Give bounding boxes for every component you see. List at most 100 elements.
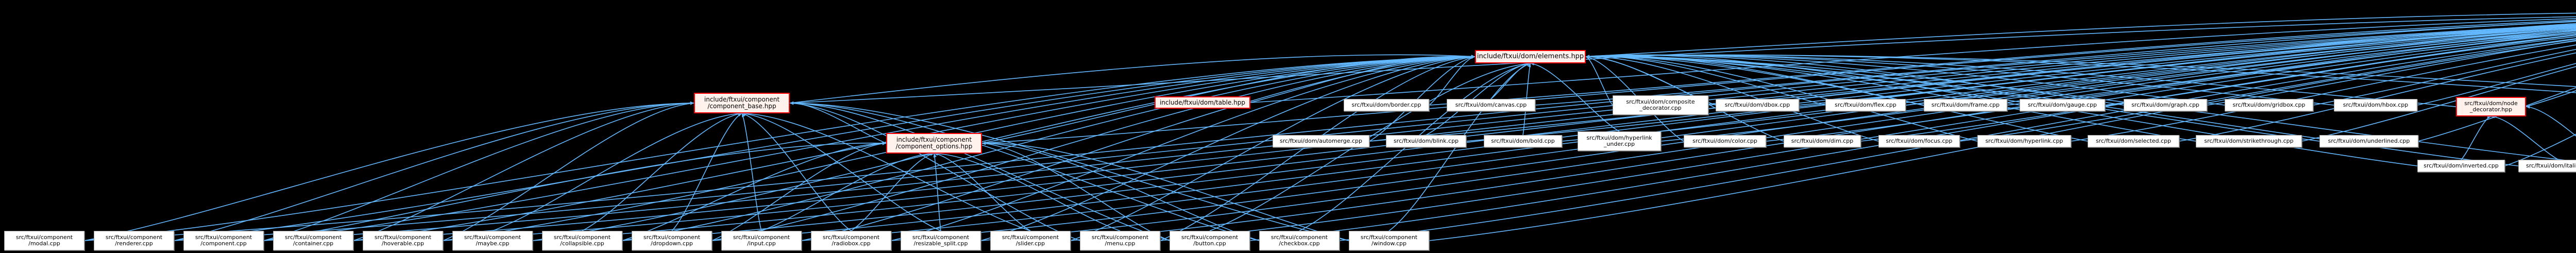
graph-edge	[263, 101, 694, 241]
graph-node[interactable]: src/ftxui/dom/bold.cpp	[1484, 135, 1562, 147]
graph-edge	[1429, 55, 1476, 106]
graph-edge	[1429, 20, 2576, 106]
graph-edge	[981, 21, 2576, 144]
graph-node[interactable]: src/ftxui/component /container.cpp	[273, 231, 353, 250]
graph-node[interactable]: src/ftxui/dom/gauge.cpp	[2020, 99, 2105, 111]
graph-node[interactable]: src/ftxui/component /dropdown.cpp	[632, 231, 712, 250]
graph-node[interactable]: src/ftxui/component /component.cpp	[183, 231, 264, 250]
graph-edge	[934, 151, 1121, 231]
graph-node[interactable]: src/ftxui/dom/flex.cpp	[1825, 99, 1906, 111]
graph-node[interactable]: include/ftxui/component /component_base.…	[694, 93, 790, 113]
graph-edge	[1585, 56, 1684, 142]
graph-node[interactable]: src/ftxui/component /collapsible.cpp	[542, 231, 622, 250]
graph-node[interactable]: src/ftxui/dom/underlined.cpp	[2319, 135, 2418, 147]
graph-node[interactable]: include/ftxui/dom/elements.hpp	[1475, 50, 1586, 63]
graph-edge	[2461, 115, 2492, 160]
graph-node[interactable]: src/ftxui/dom/hbox.cpp	[2334, 99, 2417, 111]
graph-node[interactable]: src/ftxui/dom/canvas.cpp	[1447, 99, 1535, 111]
graph-edge	[980, 31, 2576, 241]
graph-edge	[174, 55, 1476, 241]
graph-node[interactable]: src/ftxui/dom/hyperlink _under.cpp	[1578, 131, 1661, 151]
graph-edge	[711, 28, 2576, 241]
graph-node[interactable]: src/ftxui/dom/dbox.cpp	[1716, 99, 1799, 111]
graph-edge	[851, 153, 935, 231]
graph-node[interactable]: src/ftxui/component /checkbox.cpp	[1259, 231, 1340, 250]
graph-edge	[84, 101, 694, 241]
graph-edge	[789, 16, 2576, 104]
graph-node[interactable]: src/ftxui/dom/strikethrough.cpp	[2196, 135, 2302, 147]
graph-edge	[1250, 18, 2576, 103]
graph-node[interactable]: src/ftxui/dom/hyperlink.cpp	[1977, 135, 2071, 147]
graph-edge	[891, 30, 2576, 241]
graph-node[interactable]: src/ftxui/dom/border.cpp	[1344, 99, 1429, 111]
graph-node[interactable]: src/ftxui/component /input.cpp	[721, 231, 802, 250]
graph-edge	[2179, 52, 2576, 142]
graph-edge	[1585, 55, 1978, 142]
graph-edge	[1860, 35, 2576, 142]
graph-edge	[443, 102, 694, 241]
graph-node[interactable]: src/ftxui/dom/dim.cpp	[1784, 135, 1861, 147]
graph-edge	[84, 55, 1476, 241]
graph-node[interactable]: src/ftxui/dom/blink.cpp	[1386, 135, 1466, 147]
graph-node[interactable]: src/ftxui/dom/automerge.cpp	[1273, 135, 1369, 147]
graph-edge	[801, 55, 1476, 241]
graph-edge	[622, 141, 887, 241]
graph-edge	[2071, 44, 2576, 142]
graph-edge	[1905, 27, 2576, 106]
graph-node[interactable]: src/ftxui/component /maybe.cpp	[452, 231, 533, 250]
graph-node[interactable]: src/ftxui/dom/selected.cpp	[2088, 135, 2179, 147]
graph-node[interactable]: src/ftxui/dom/node _decorator.hpp	[2456, 97, 2526, 116]
graph-edge	[1530, 62, 1620, 132]
graph-node[interactable]: src/ftxui/dom/gridbox.cpp	[2225, 99, 2313, 111]
graph-edge	[981, 141, 1349, 241]
graph-node[interactable]: src/ftxui/dom/focus.cpp	[1878, 135, 1960, 147]
graph-node[interactable]: src/ftxui/dom/italic.cpp	[2518, 160, 2576, 172]
graph-edge	[532, 55, 1476, 241]
graph-edge	[2007, 30, 2576, 106]
graph-edge	[1429, 40, 2576, 241]
graph-node[interactable]: src/ftxui/dom/graph.cpp	[2124, 99, 2207, 111]
graph-node[interactable]: src/ftxui/component /window.cpp	[1349, 231, 1429, 250]
graph-node[interactable]: src/ftxui/component /modal.cpp	[4, 231, 84, 250]
graph-edge	[2301, 66, 2576, 142]
graph-edge	[741, 112, 852, 231]
graph-edge	[174, 101, 694, 241]
graph-edge	[1339, 38, 2576, 241]
graph-edge	[582, 112, 742, 231]
graph-edge	[2418, 87, 2576, 142]
graph-edge	[492, 112, 742, 231]
graph-edge	[2504, 133, 2576, 166]
graph-node[interactable]: src/ftxui/component /hoverable.cpp	[363, 231, 443, 250]
graph-edge	[2490, 115, 2559, 160]
graph-node[interactable]: src/ftxui/component /slider.cpp	[990, 231, 1071, 250]
graph-edge	[2207, 40, 2576, 106]
graph-edge	[1708, 23, 2576, 106]
graph-edge	[1585, 55, 1879, 142]
graph-edge	[2313, 49, 2576, 106]
graph-edge	[2526, 90, 2576, 107]
graph-node[interactable]: src/ftxui/dom/composite _decorator.cpp	[1613, 95, 1708, 115]
graph-node[interactable]: src/ftxui/component /radiobox.cpp	[811, 231, 891, 250]
graph-node[interactable]: src/ftxui/dom/inverted.cpp	[2417, 160, 2505, 172]
graph-node[interactable]: src/ftxui/dom/frame.cpp	[1924, 99, 2007, 111]
graph-edge	[1585, 54, 2456, 107]
graph-edge	[1249, 36, 2576, 241]
graph-node[interactable]: src/ftxui/component /menu.cpp	[1080, 231, 1160, 250]
graph-node[interactable]: src/ftxui/component /renderer.cpp	[94, 231, 174, 250]
graph-node[interactable]: include/ftxui/component /component_optio…	[886, 133, 982, 154]
graph-edge	[1369, 24, 2576, 142]
graph-edge	[933, 153, 941, 231]
graph-edge	[1466, 26, 2576, 142]
graph-edge	[622, 55, 1476, 241]
graph-edge	[1766, 31, 2576, 142]
graph-node[interactable]: src/ftxui/dom/color.cpp	[1684, 135, 1766, 147]
graph-edge	[532, 27, 2576, 241]
graph-edge	[671, 113, 742, 231]
graph-edge	[1585, 12, 2576, 57]
graph-node[interactable]: src/ftxui/component /button.cpp	[1170, 231, 1250, 250]
graph-node[interactable]: include/ftxui/dom/table.hpp	[1155, 96, 1250, 109]
graph-node[interactable]: src/ftxui/component /resizable_split.cpp	[901, 231, 981, 250]
